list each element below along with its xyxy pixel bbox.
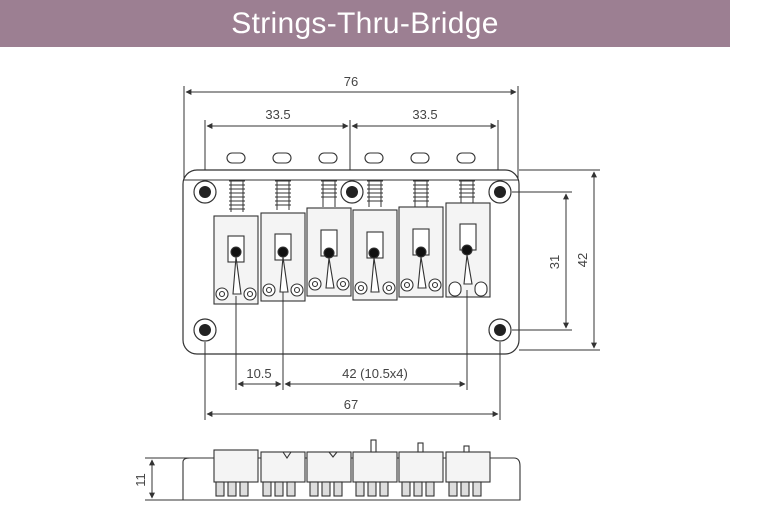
string-slots: [226, 152, 476, 164]
saddle-6: [445, 202, 491, 298]
dim-side-height: [145, 457, 214, 501]
saddles: [213, 202, 491, 305]
mount-hole-bottom-right: [488, 318, 512, 342]
side-view: [182, 439, 521, 501]
label-hole-vertical: 31: [547, 255, 562, 269]
intonation-springs: [229, 180, 475, 212]
label-side-height: 11: [133, 473, 148, 487]
label-hole-horizontal: 67: [344, 397, 358, 412]
label-string-spacing: 42 (10.5x4): [342, 366, 408, 381]
saddle-2: [260, 212, 306, 302]
dim-hole-horizontal: [204, 342, 501, 420]
label-first-spacing: 10.5: [246, 366, 271, 381]
title-banner: Strings-Thru-Bridge: [0, 0, 730, 47]
label-right-span: 33.5: [412, 107, 437, 122]
saddle-4: [352, 209, 398, 301]
mount-hole-top-center: [340, 180, 364, 204]
saddle-5: [398, 206, 444, 298]
saddle-3: [306, 207, 352, 297]
mount-hole-top-right: [488, 180, 512, 204]
dim-vertical: [512, 169, 600, 351]
label-left-span: 33.5: [265, 107, 290, 122]
page-title: Strings-Thru-Bridge: [231, 6, 499, 40]
saddle-1: [213, 215, 259, 305]
label-overall-width: 76: [344, 74, 358, 89]
mount-hole-bottom-left: [193, 318, 217, 342]
dim-overall-width: [183, 86, 519, 178]
mounting-holes: [193, 180, 512, 342]
dim-spans: [204, 120, 499, 190]
dim-string-spacing: [235, 290, 468, 390]
label-overall-height: 42: [575, 253, 590, 267]
mount-hole-top-left: [193, 180, 217, 204]
